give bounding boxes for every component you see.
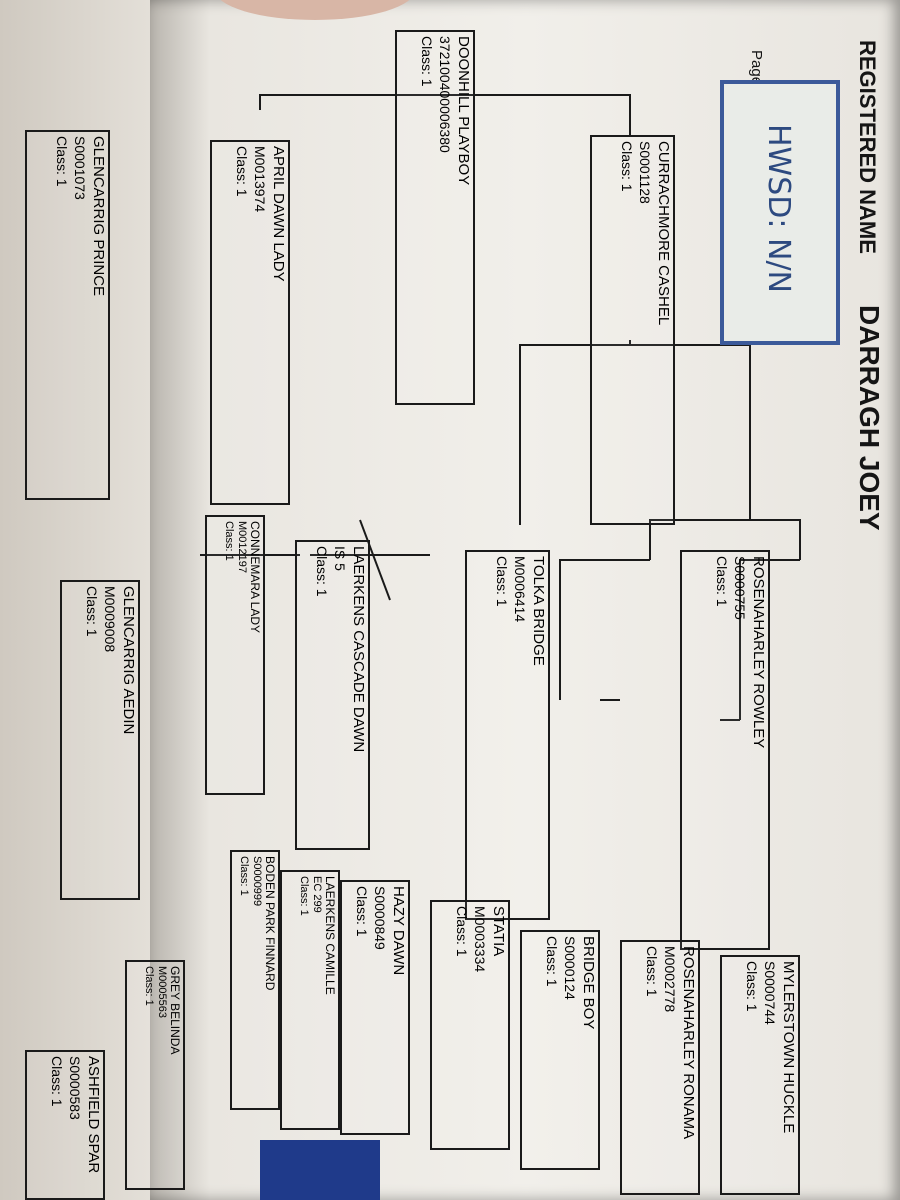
ddd-name: GREY BELINDA bbox=[168, 966, 182, 1055]
g2-id: M0002778 bbox=[662, 946, 678, 1013]
sire-sire-box: CURRACHMORE CASHEL S0001128 Class: 1 bbox=[590, 135, 675, 525]
sds-id: IS 5 bbox=[332, 546, 348, 571]
hwsd-stamp-text: HWSD: N/N bbox=[761, 124, 796, 293]
blue-surface bbox=[260, 1140, 380, 1200]
sdd-box: CONNEMARA LADY M0012197 Class: 1 bbox=[205, 515, 265, 795]
sds-box: LAERKENS CASCADE DAWN IS 5 Class: 1 bbox=[295, 540, 370, 850]
registered-name-label: REGISTERED NAME bbox=[855, 40, 880, 254]
g1-id: S0000744 bbox=[762, 961, 778, 1025]
g4-id: M0003334 bbox=[472, 906, 488, 973]
g4-class: Class: 1 bbox=[454, 906, 470, 957]
g4-name: STATIA bbox=[490, 906, 507, 957]
dds-id: M0009008 bbox=[102, 586, 118, 653]
dam-sire-box: GLENCARRIG PRINCE S0001073 Class: 1 bbox=[25, 130, 110, 500]
g6-box: LAERKENS CAMILLE EC 299 Class: 1 bbox=[280, 870, 340, 1130]
ddd-box: GREY BELINDA M0005563 Class: 1 bbox=[125, 960, 185, 1190]
g2-box: ROSENAHARLEY RONAMA M0002778 Class: 1 bbox=[620, 940, 700, 1195]
dde-id: S0000583 bbox=[67, 1056, 83, 1120]
g4-box: STATIA M0003334 Class: 1 bbox=[430, 900, 510, 1150]
hwsd-stamp: HWSD: N/N bbox=[720, 80, 840, 345]
sire-sire-name: CURRACHMORE CASHEL bbox=[655, 141, 672, 326]
dde-box: ASHFIELD SPAR S0000583 Class: 1 bbox=[25, 1050, 105, 1200]
sire-class: Class: 1 bbox=[419, 36, 435, 87]
ssd-box: TOLKA BRIDGE M0006414 Class: 1 bbox=[465, 550, 550, 920]
dds-class: Class: 1 bbox=[84, 586, 100, 637]
sdd-name: CONNEMARA LADY bbox=[248, 521, 262, 634]
dam-sire-id: S0001073 bbox=[72, 136, 88, 200]
g3-id: S0000124 bbox=[562, 936, 578, 1000]
g1-class: Class: 1 bbox=[744, 961, 760, 1012]
dde-class: Class: 1 bbox=[49, 1056, 65, 1107]
g6-class: Class: 1 bbox=[298, 876, 310, 916]
sss-name: ROSENAHARLEY ROWLEY bbox=[750, 556, 767, 749]
registered-name-value: DARRAGH JOEY bbox=[854, 305, 885, 531]
g2-name: ROSENAHARLEY RONAMA bbox=[680, 946, 697, 1140]
g6-name: LAERKENS CAMILLE bbox=[323, 876, 337, 995]
ddd-id: M0005563 bbox=[156, 966, 168, 1018]
dds-name: GLENCARRIG AEDIN bbox=[120, 586, 137, 735]
g2-class: Class: 1 bbox=[644, 946, 660, 997]
g5-box: HAZY DAWN S0000849 Class: 1 bbox=[340, 880, 410, 1135]
g3-name: BRIDGE BOY bbox=[580, 936, 597, 1030]
g7-box: BODEN PARK FINNARD S0000999 Class: 1 bbox=[230, 850, 280, 1110]
sire-box: DOONHILL PLAYBOY 372100400006380 Class: … bbox=[395, 30, 475, 405]
ssd-class: Class: 1 bbox=[494, 556, 510, 607]
sdd-id: M0012197 bbox=[236, 521, 248, 573]
sss-class: Class: 1 bbox=[714, 556, 730, 607]
sire-name: DOONHILL PLAYBOY bbox=[455, 36, 472, 186]
ssd-name: TOLKA BRIDGE bbox=[530, 556, 547, 666]
dam-sire-name: GLENCARRIG PRINCE bbox=[90, 136, 107, 297]
dds-box: GLENCARRIG AEDIN M0009008 Class: 1 bbox=[60, 580, 140, 900]
sire-dam-box: APRIL DAWN LADY M0013974 Class: 1 bbox=[210, 140, 290, 505]
sire-id: 372100400006380 bbox=[437, 36, 453, 153]
g7-class: Class: 1 bbox=[238, 856, 250, 896]
sire-dam-name: APRIL DAWN LADY bbox=[270, 146, 287, 282]
sss-id: S0000755 bbox=[732, 556, 748, 620]
sire-dam-class: Class: 1 bbox=[234, 146, 250, 197]
thumb bbox=[215, 0, 415, 20]
g5-name: HAZY DAWN bbox=[390, 886, 407, 976]
g1-name: MYLERSTOWN HUCKLE bbox=[780, 961, 797, 1134]
sire-sire-id: S0001128 bbox=[637, 141, 653, 204]
g3-box: BRIDGE BOY S0000124 Class: 1 bbox=[520, 930, 600, 1170]
sire-dam-id: M0013974 bbox=[252, 146, 268, 213]
g1-box: MYLERSTOWN HUCKLE S0000744 Class: 1 bbox=[720, 955, 800, 1195]
g7-name: BODEN PARK FINNARD bbox=[263, 856, 277, 991]
sdd-class: Class: 1 bbox=[223, 521, 235, 561]
dam-sire-class: Class: 1 bbox=[54, 136, 70, 187]
ssd-id: M0006414 bbox=[512, 556, 528, 623]
sire-sire-class: Class: 1 bbox=[619, 141, 635, 192]
sds-class: Class: 1 bbox=[314, 546, 330, 597]
g5-class: Class: 1 bbox=[354, 886, 370, 937]
sss-box: ROSENAHARLEY ROWLEY S0000755 Class: 1 bbox=[680, 550, 770, 950]
sds-name: LAERKENS CASCADE DAWN bbox=[350, 546, 367, 753]
g7-id: S0000999 bbox=[251, 856, 263, 907]
dde-name: ASHFIELD SPAR bbox=[85, 1056, 102, 1174]
g5-id: S0000849 bbox=[372, 886, 388, 950]
g6-id: EC 299 bbox=[311, 876, 323, 913]
g3-class: Class: 1 bbox=[544, 936, 560, 987]
ddd-class: Class: 1 bbox=[143, 966, 155, 1006]
